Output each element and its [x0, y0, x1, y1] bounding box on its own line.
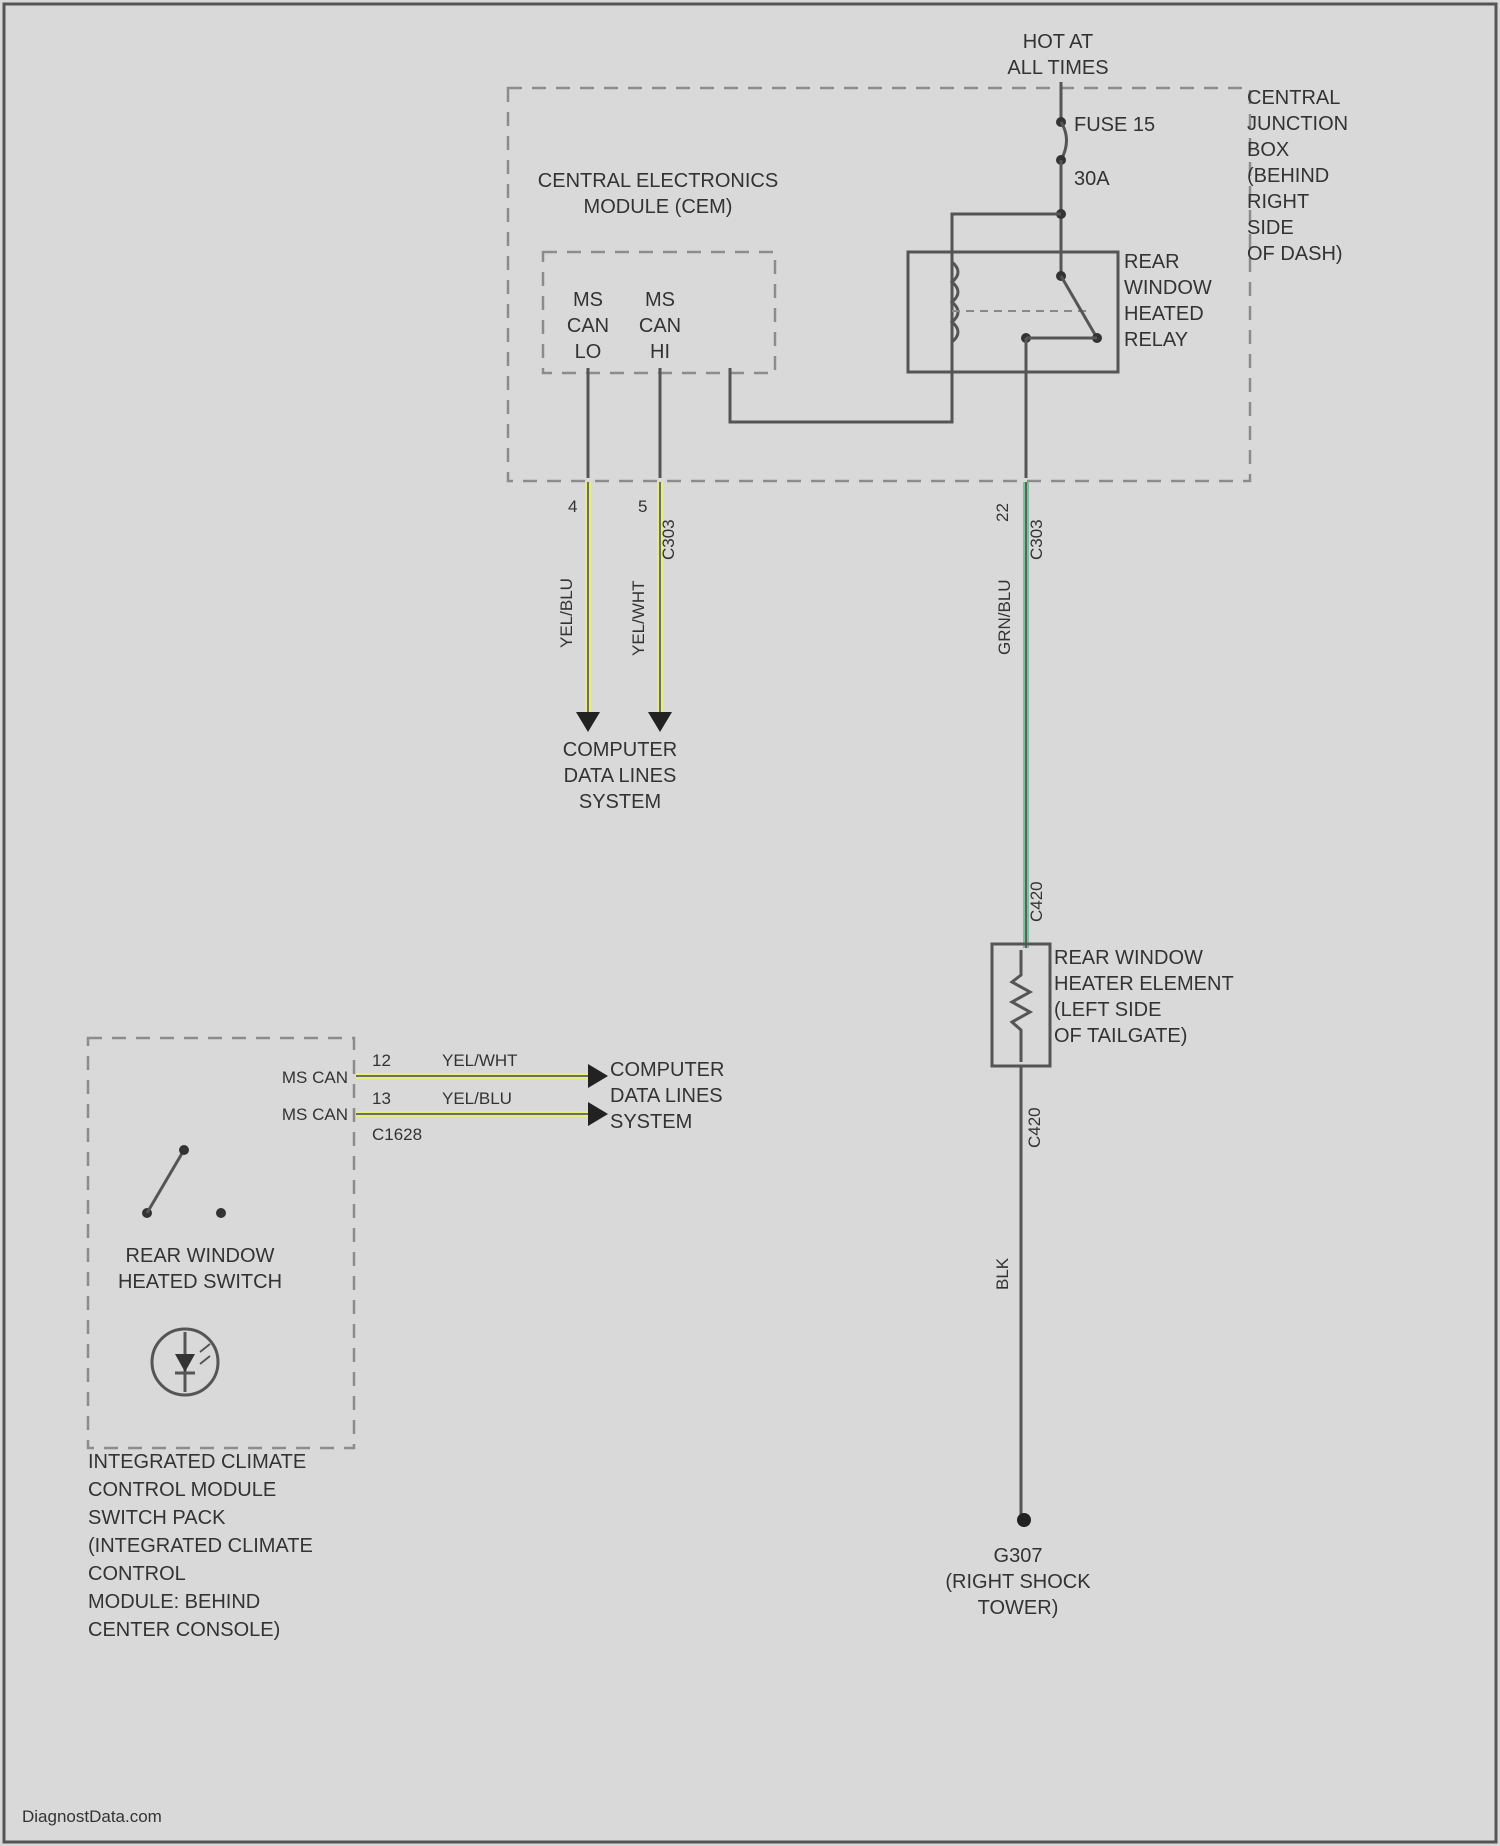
icc-label-line: CONTROL	[88, 1563, 186, 1585]
icc-pin-lo-number: 13	[372, 1089, 391, 1108]
pin-label: MS	[573, 289, 603, 311]
cjb-label-line: BOX	[1247, 139, 1289, 161]
icc-label-line: (INTEGRATED CLIMATE	[88, 1535, 313, 1557]
watermark: DiagnostData.com	[22, 1807, 162, 1826]
can-lo-wire-color: YEL/BLU	[557, 578, 576, 648]
can-hi-pin-number: 5	[638, 497, 647, 516]
switch-arm-end	[179, 1145, 189, 1155]
icc-label-line: INTEGRATED CLIMATE	[88, 1451, 306, 1473]
icc-wire-lo-color: YEL/BLU	[442, 1089, 512, 1108]
ground-label-line: TOWER)	[978, 1597, 1059, 1619]
ground-label-line: (RIGHT SHOCK	[945, 1571, 1091, 1593]
hot-at-all-times-label-2: ALL TIMES	[1007, 57, 1108, 79]
cem-label-line-1: CENTRAL ELECTRONICS	[538, 170, 778, 192]
heater-out-connector: C420	[1025, 1107, 1044, 1148]
switch-label-line: HEATED SWITCH	[118, 1271, 282, 1293]
relay-label-line: RELAY	[1124, 329, 1188, 351]
pin-label: CAN	[567, 315, 609, 337]
relay-label-line: HEATED	[1124, 303, 1204, 325]
relay-label-line: REAR	[1124, 251, 1180, 273]
icc-pin-hi-number: 12	[372, 1051, 391, 1070]
fuse-name: FUSE 15	[1074, 114, 1155, 136]
pin-label: HI	[650, 341, 670, 363]
switch-contact	[216, 1208, 226, 1218]
heater-label-line: OF TAILGATE)	[1054, 1025, 1187, 1047]
ground-wire-color: BLK	[993, 1257, 1012, 1290]
icc-connector: C1628	[372, 1125, 422, 1144]
computer-data-lines-bottom-line: SYSTEM	[610, 1111, 692, 1133]
cjb-label-line: SIDE	[1247, 217, 1294, 239]
pin-label: CAN	[639, 315, 681, 337]
heater-label-line: REAR WINDOW	[1054, 947, 1203, 969]
page-frame	[4, 4, 1496, 1842]
cjb-label-line: CENTRAL	[1247, 87, 1340, 109]
ground-point-icon	[1017, 1513, 1031, 1527]
heater-label-line: (LEFT SIDE	[1054, 999, 1161, 1021]
computer-data-lines-top-line: COMPUTER	[563, 739, 677, 761]
cjb-label-line: RIGHT	[1247, 191, 1309, 213]
cjb-label-line: (BEHIND	[1247, 165, 1329, 187]
heater-label-line: HEATER ELEMENT	[1054, 973, 1234, 995]
icc-label-line: CONTROL MODULE	[88, 1479, 276, 1501]
can-hi-connector: C303	[659, 519, 678, 560]
heater-feed-connector: C303	[1027, 519, 1046, 560]
ground-label-line: G307	[994, 1545, 1043, 1567]
computer-data-lines-top-line: SYSTEM	[579, 791, 661, 813]
heater-feed-wire-color: GRN/BLU	[995, 579, 1014, 655]
relay-label-line: WINDOW	[1124, 277, 1212, 299]
cjb-label-line: JUNCTION	[1247, 113, 1348, 135]
pin-label: MS	[645, 289, 675, 311]
icc-label-line: SWITCH PACK	[88, 1507, 226, 1529]
can-lo-pin-number: 4	[568, 497, 577, 516]
computer-data-lines-top-line: DATA LINES	[564, 765, 677, 787]
hot-at-all-times-label-1: HOT AT	[1023, 31, 1093, 53]
can-hi-wire-color: YEL/WHT	[629, 580, 648, 656]
icc-label-line: CENTER CONSOLE)	[88, 1619, 280, 1641]
heater-in-connector: C420	[1027, 881, 1046, 922]
icc-wire-hi-color: YEL/WHT	[442, 1051, 518, 1070]
heater-feed-pin-number: 22	[993, 503, 1012, 522]
cem-label-line-2: MODULE (CEM)	[584, 196, 733, 218]
cjb-label-line: OF DASH)	[1247, 243, 1343, 265]
fuse-rating: 30A	[1074, 168, 1110, 190]
icc-pin-hi-label: MS CAN	[282, 1068, 348, 1087]
computer-data-lines-bottom-line: COMPUTER	[610, 1059, 724, 1081]
icc-label-line: MODULE: BEHIND	[88, 1591, 260, 1613]
computer-data-lines-bottom-line: DATA LINES	[610, 1085, 723, 1107]
icc-pin-lo-label: MS CAN	[282, 1105, 348, 1124]
switch-label-line: REAR WINDOW	[126, 1245, 275, 1267]
pin-label: LO	[575, 341, 602, 363]
